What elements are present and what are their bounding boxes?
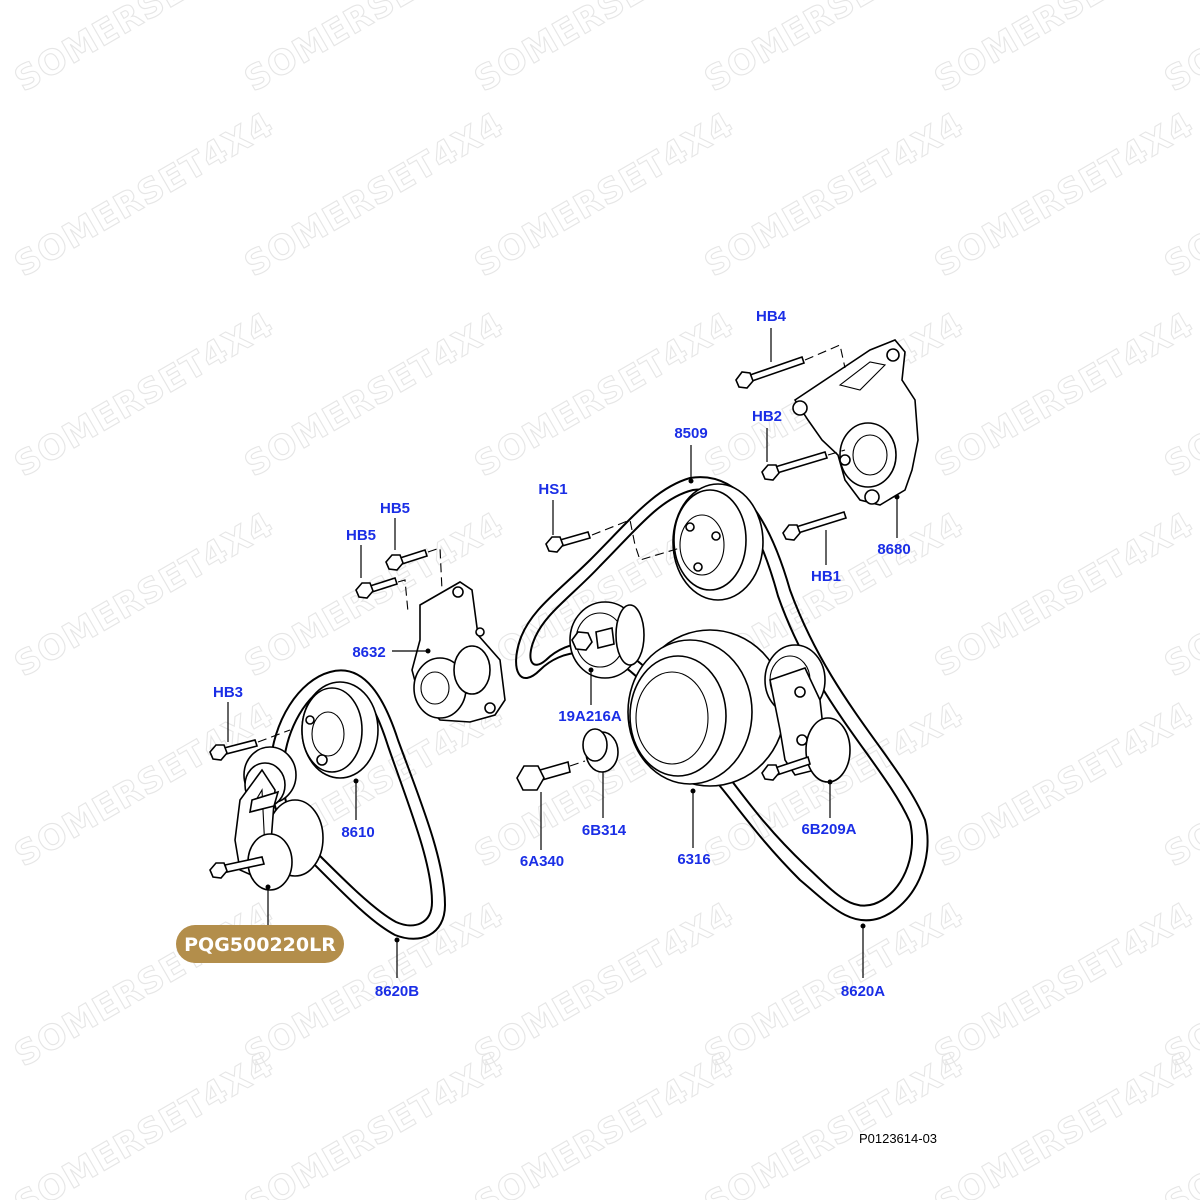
screw-hs1 [545, 519, 681, 561]
watermark-text: SOMERSET4X4 [1158, 0, 1200, 100]
watermark-text: SOMERSET4X4 [468, 104, 741, 285]
callout-8509: 8509 [674, 425, 707, 442]
damper-6316 [627, 629, 786, 787]
watermark-text: SOMERSET4X4 [928, 0, 1200, 100]
callout-hb5-lower: HB5 [346, 527, 376, 544]
bolt-hb2 [761, 449, 846, 481]
callout-hb5-upper: HB5 [380, 500, 410, 517]
badge-background [176, 925, 344, 963]
watermark-text: SOMERSET4X4 [8, 0, 281, 100]
callout-6316: 6316 [677, 851, 710, 868]
callout-8610: 8610 [341, 824, 374, 841]
callout-8620b: 8620B [375, 983, 419, 1000]
callout-hb2: HB2 [752, 408, 782, 425]
watermark-layer: SOMERSET4X4SOMERSET4X4SOMERSET4X4SOMERSE… [7, 0, 1200, 1200]
watermark-text: SOMERSET4X4 [8, 104, 281, 285]
callout-hb3: HB3 [213, 684, 243, 701]
watermark-text: SOMERSET4X4 [8, 894, 281, 1075]
callout-8620a: 8620A [841, 983, 885, 1000]
bracket-8680 [792, 339, 919, 506]
bolt-hb1 [782, 511, 848, 541]
watermark-text: SOMERSET4X4 [698, 0, 971, 100]
bolt-hb4 [735, 344, 846, 389]
watermark-text: SOMERSET4X4 [928, 504, 1200, 685]
pulley-8610 [301, 681, 379, 779]
watermark-text: SOMERSET4X4 [698, 1044, 971, 1200]
callout-hs1: HS1 [538, 481, 567, 498]
badge-label: PQG500220LR [184, 934, 336, 956]
watermark-text: SOMERSET4X4 [698, 104, 971, 285]
callout-6b209a: 6B209A [801, 821, 856, 838]
callout-labels: HB4 HB2 8509 HS1 HB1 8680 HB5 HB5 8632 1… [213, 308, 911, 1000]
watermark-text: SOMERSET4X4 [238, 304, 511, 485]
tensioner-assembly [209, 746, 324, 891]
idler-19a216a [569, 601, 645, 679]
callout-6a340: 6A340 [520, 853, 564, 870]
watermark-text: SOMERSET4X4 [928, 1044, 1200, 1200]
watermark-text: SOMERSET4X4 [8, 1044, 281, 1200]
bolt-6a340 [516, 760, 586, 791]
watermark-text: SOMERSET4X4 [238, 1044, 511, 1200]
bracket-8632 [411, 581, 506, 723]
watermark-text: SOMERSET4X4 [238, 104, 511, 285]
watermark-text: SOMERSET4X4 [468, 1044, 741, 1200]
reference-code: P0123614-03 [859, 1131, 937, 1146]
watermark-text: SOMERSET4X4 [928, 304, 1200, 485]
watermark-text: SOMERSET4X4 [928, 104, 1200, 285]
watermark-text: SOMERSET4X4 [928, 694, 1200, 875]
watermark-text: SOMERSET4X4 [468, 894, 741, 1075]
watermark-text: SOMERSET4X4 [468, 304, 741, 485]
callout-hb4: HB4 [756, 308, 787, 325]
watermark-text: SOMERSET4X4 [8, 504, 281, 685]
leader-lines [227, 328, 900, 978]
watermark-text: SOMERSET4X4 [928, 894, 1200, 1075]
callout-hb1: HB1 [811, 568, 841, 585]
callout-8680: 8680 [877, 541, 910, 558]
watermark-text: SOMERSET4X4 [238, 0, 511, 100]
watermark-text: SOMERSET4X4 [468, 0, 741, 100]
spacer-6b314 [582, 728, 619, 773]
watermark-text: SOMERSET4X4 [698, 894, 971, 1075]
callout-8632: 8632 [352, 644, 385, 661]
callout-6b314: 6B314 [582, 822, 627, 839]
bolt-hb3 [209, 729, 291, 761]
part-number-badge[interactable]: PQG500220LR [176, 925, 344, 963]
callout-19a216a: 19A216A [558, 708, 622, 725]
watermark-text: SOMERSET4X4 [8, 304, 281, 485]
tensioner-6b209a [761, 644, 851, 783]
pulley-8509 [672, 483, 764, 601]
bolts-hb5 [355, 547, 443, 613]
